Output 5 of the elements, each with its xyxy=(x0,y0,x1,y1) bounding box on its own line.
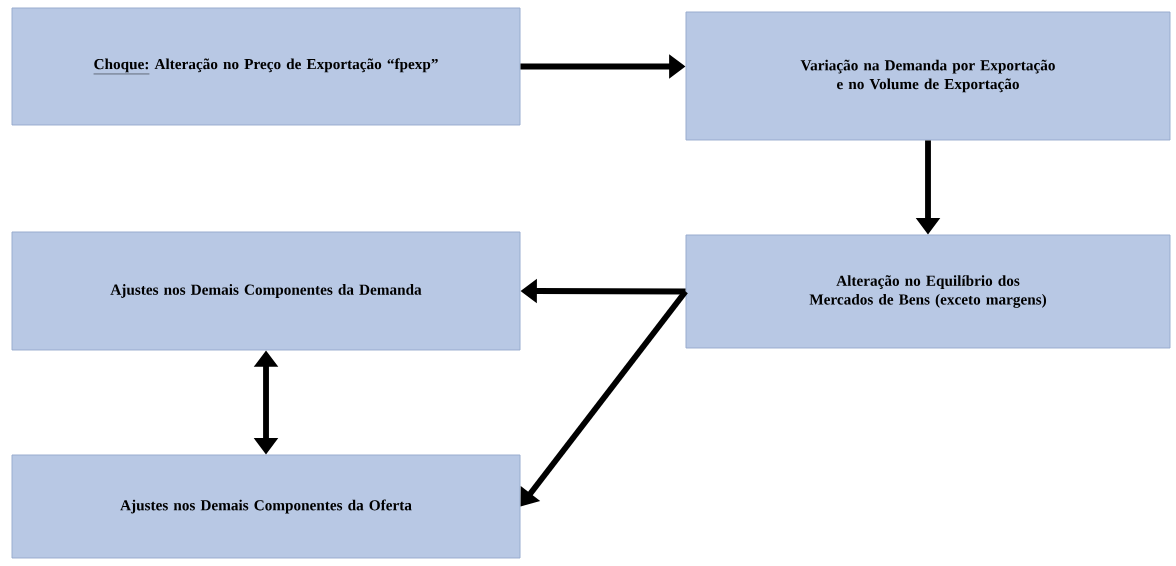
process-box: Ajustes nos Demais Componentes da Oferta xyxy=(11,454,521,559)
process-box: Alteração no Equilíbrio dos Mercados de Bens (exceto margens) xyxy=(685,234,1171,349)
process-box: Ajustes nos Demais Componentes da Demanda xyxy=(11,231,521,351)
process-box: Choque: Alteração no Preço de Exportação “fpexp” xyxy=(11,7,521,126)
process-box: Variação na Demanda por Exportação e no Volume de Exportação xyxy=(685,11,1171,141)
